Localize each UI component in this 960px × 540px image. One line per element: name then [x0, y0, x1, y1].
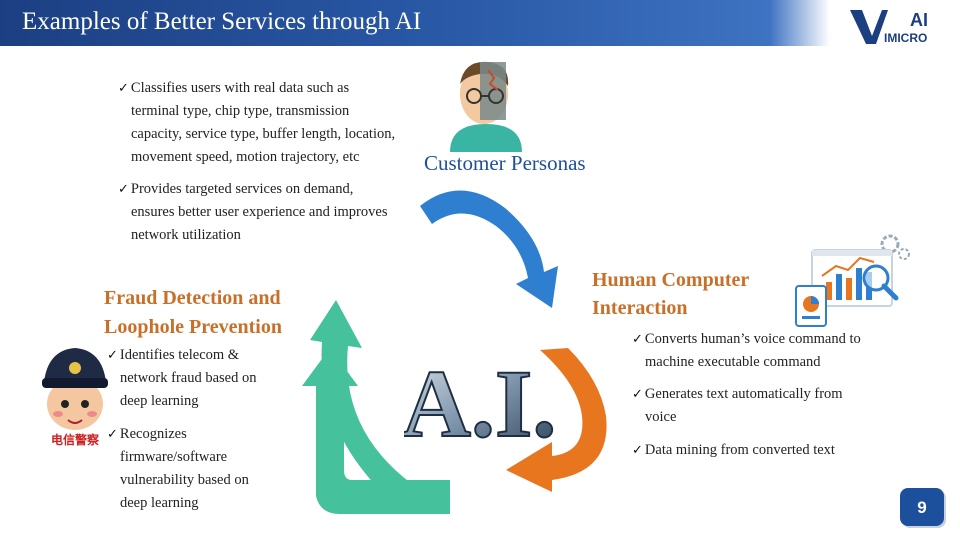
hci-heading-line-2: Interaction	[592, 297, 688, 319]
hci-heading: Human Computer Interaction	[592, 266, 749, 322]
police-badge-text: 电信警察	[51, 432, 100, 447]
check-icon: ✓	[632, 332, 643, 347]
customer-bullet-1-line-4: movement speed, motion trajectory, etc	[131, 149, 360, 165]
check-icon: ✓	[118, 182, 129, 197]
fraud-bullet-2-line-2: firmware/software	[120, 449, 228, 465]
fraud-heading-line-2: Loophole Prevention	[104, 316, 282, 338]
customer-bullet-1: ✓Classifies users with real data such as…	[118, 77, 395, 169]
logo-ai-text: AI	[910, 10, 928, 30]
customer-personas-heading: Customer Personas	[424, 151, 586, 175]
customer-bullet-2-line-1: Provides targeted services on demand,	[130, 181, 354, 197]
hci-bullet-1: ✓Converts human’s voice command to machi…	[632, 328, 861, 374]
customer-persona-icon	[450, 61, 522, 152]
check-icon: ✓	[632, 443, 643, 458]
customer-bullet-2-line-2: ensures better user experience and impro…	[131, 204, 388, 220]
teal-arrow	[310, 300, 412, 502]
fraud-heading-line-1: Fraud Detection and	[104, 287, 281, 309]
slide-title: Examples of Better Services through AI	[22, 8, 422, 35]
page-number-badge: 9	[900, 488, 946, 528]
hci-heading-line-1: Human Computer	[592, 269, 750, 291]
check-icon: ✓	[107, 427, 118, 442]
fraud-heading: Fraud Detection and Loophole Prevention	[104, 284, 282, 342]
hci-bullet-3: ✓Data mining from converted text	[632, 439, 835, 462]
title-bar-fade	[770, 0, 830, 46]
customer-bullet-1-line-2: terminal type, chip type, transmission	[131, 103, 350, 119]
fraud-bullet-1-line-2: network fraud based on	[120, 370, 257, 386]
fraud-bullet-2-line-4: deep learning	[120, 495, 199, 511]
fraud-bullet-2: ✓Recognizes firmware/software vulnerabil…	[107, 423, 249, 515]
check-icon: ✓	[632, 387, 643, 402]
orange-arrow	[506, 348, 607, 492]
hci-bullet-1-line-1: Converts human’s voice command to	[644, 331, 861, 347]
fraud-bullet-2-line-3: vulnerability based on	[120, 472, 249, 488]
customer-bullet-1-line-1: Classifies users with real data such as	[130, 80, 350, 96]
ai-center-graphic: A.I.	[404, 349, 554, 446]
check-icon: ✓	[107, 348, 118, 363]
hci-bullet-3-line-1: Data mining from converted text	[644, 442, 835, 458]
page-number: 9	[917, 498, 926, 517]
customer-bullet-2-line-3: network utilization	[131, 227, 241, 243]
blue-arrow	[420, 190, 558, 308]
fraud-bullet-1: ✓Identifies telecom & network fraud base…	[107, 344, 257, 413]
police-avatar-icon: 电信警察	[42, 348, 108, 447]
hci-bullet-2: ✓Generates text automatically from voice	[632, 383, 843, 429]
analytics-dashboard-icon	[795, 234, 910, 327]
title-bar	[0, 0, 770, 46]
customer-bullet-1-line-3: capacity, service type, buffer length, l…	[131, 126, 396, 142]
hci-bullet-1-line-2: machine executable command	[645, 354, 821, 370]
hci-bullet-2-line-1: Generates text automatically from	[644, 386, 843, 402]
hci-bullet-2-line-2: voice	[645, 409, 677, 425]
logo-letter: V	[848, 6, 849, 7]
fraud-bullet-1-line-1: Identifies telecom &	[119, 347, 240, 363]
fraud-bullet-1-line-3: deep learning	[120, 393, 199, 409]
ai-cycle-arrows	[302, 190, 607, 514]
ai-center-text: A.I.	[404, 350, 554, 446]
vimicro-logo: V AI IMICRO	[848, 6, 928, 45]
customer-bullet-2: ✓Provides targeted services on demand, e…	[118, 178, 387, 247]
logo-imicro-text: IMICRO	[884, 31, 927, 45]
fraud-bullet-2-line-1: Recognizes	[119, 426, 187, 442]
check-icon: ✓	[118, 81, 129, 96]
